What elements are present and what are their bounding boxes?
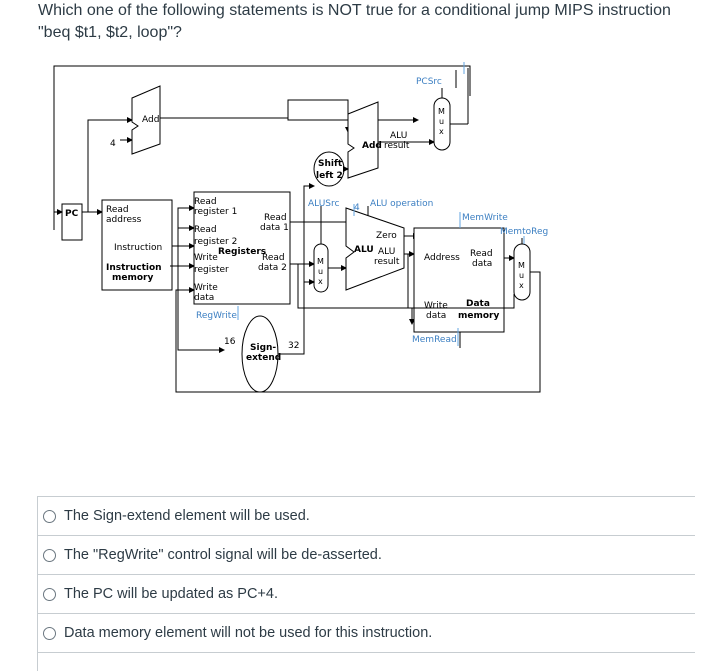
label-read-address-2: address (106, 215, 142, 225)
label-shift-1: Shift (318, 159, 343, 169)
label-four2: 4 (354, 203, 360, 213)
label-read-data1-2: data 1 (260, 223, 289, 233)
label-thirtytwo: 32 (288, 341, 299, 351)
option-regwrite[interactable]: The "RegWrite" control signal will be de… (38, 535, 695, 574)
label-alu-result-top-2: result (384, 141, 410, 151)
label-registers: Registers (218, 247, 266, 257)
label-write-reg-2: register (194, 265, 229, 275)
radio-button[interactable] (43, 626, 56, 640)
label-read-data1-1: Read (264, 213, 287, 223)
answer-options: The Sign-extend element will be used. Th… (38, 496, 695, 653)
label-instruction: Instruction (114, 243, 162, 253)
label-memread: MemRead (412, 335, 457, 345)
question-text: Which one of the following statements is… (38, 2, 671, 41)
label-alu-res-2: result (374, 257, 400, 267)
label-zero: Zero (376, 231, 397, 241)
label-mux-alu-x: x (318, 277, 323, 286)
label-alu-result-top-1: ALU (390, 131, 407, 141)
label-write-reg-1: Write (194, 253, 218, 263)
label-mux-top-u: u (439, 117, 444, 126)
label-instr-mem-2: memory (112, 273, 153, 283)
label-data-mem-2: memory (458, 311, 499, 321)
label-mem-write-data-2: data (426, 311, 446, 321)
label-mux-top-m: M (438, 107, 445, 116)
label-alu: ALU (354, 245, 374, 255)
label-read-data2-2: data 2 (258, 263, 287, 273)
label-read-reg1-1: Read (194, 197, 217, 207)
label-instr-mem-1: Instruction (106, 263, 162, 273)
option-label: The Sign-extend element will be used. (64, 508, 310, 524)
label-four1: 4 (110, 139, 116, 149)
label-mux-top-x: x (439, 127, 444, 136)
label-pc: PC (65, 209, 79, 219)
label-mux-mem-m: M (518, 261, 525, 270)
label-sign-1: Sign- (250, 343, 276, 353)
label-address: Address (424, 253, 460, 263)
label-add1: Add (142, 115, 159, 125)
label-memwrite: MemWrite (462, 213, 508, 223)
datapath-diagram: PCSrc Add 4 Add ALU result Shift left 2 … (48, 58, 568, 404)
label-sixteen: 16 (224, 337, 236, 347)
label-mux-mem-u: u (519, 271, 524, 280)
label-mem-read-data-1: Read (470, 249, 493, 259)
label-pcsrc: PCSrc (416, 77, 442, 87)
label-mux-mem-x: x (519, 281, 524, 290)
label-write-data-2: data (194, 293, 214, 303)
label-shift-2: left 2 (316, 171, 343, 181)
option-sign-extend[interactable]: The Sign-extend element will be used. (38, 496, 695, 535)
label-mem-write-data-1: Write (424, 301, 448, 311)
label-data-mem-1: Data (466, 299, 490, 309)
answer-list-left-border (37, 496, 38, 671)
label-write-data-1: Write (194, 283, 218, 293)
option-label: Data memory element will not be used for… (64, 625, 433, 641)
label-alusrc: ALUSrc (308, 199, 340, 209)
label-read-address-1: Read (106, 205, 129, 215)
label-sign-2: extend (246, 353, 281, 363)
label-read-reg2-2: register 2 (194, 237, 237, 247)
radio-button[interactable] (43, 509, 56, 523)
option-label: The "RegWrite" control signal will be de… (64, 547, 382, 563)
label-memtoreg: MemtoReg (500, 227, 548, 237)
option-label: The PC will be updated as PC+4. (64, 586, 278, 602)
label-mem-read-data-2: data (472, 259, 492, 269)
radio-button[interactable] (43, 587, 56, 601)
label-alu-res-1: ALU (378, 247, 395, 257)
label-add2: Add (362, 141, 382, 151)
option-data-memory[interactable]: Data memory element will not be used for… (38, 613, 695, 653)
label-read-reg1-2: register 1 (194, 207, 237, 217)
label-mux-alu-u: u (318, 267, 323, 276)
radio-button[interactable] (43, 548, 56, 562)
label-alu-op: ALU operation (370, 199, 433, 209)
label-read-reg2-1: Read (194, 225, 217, 235)
option-pc-plus-4[interactable]: The PC will be updated as PC+4. (38, 574, 695, 613)
label-read-data2-1: Read (262, 253, 285, 263)
label-mux-alu-m: M (317, 257, 324, 266)
label-regwrite: RegWrite (196, 311, 237, 321)
